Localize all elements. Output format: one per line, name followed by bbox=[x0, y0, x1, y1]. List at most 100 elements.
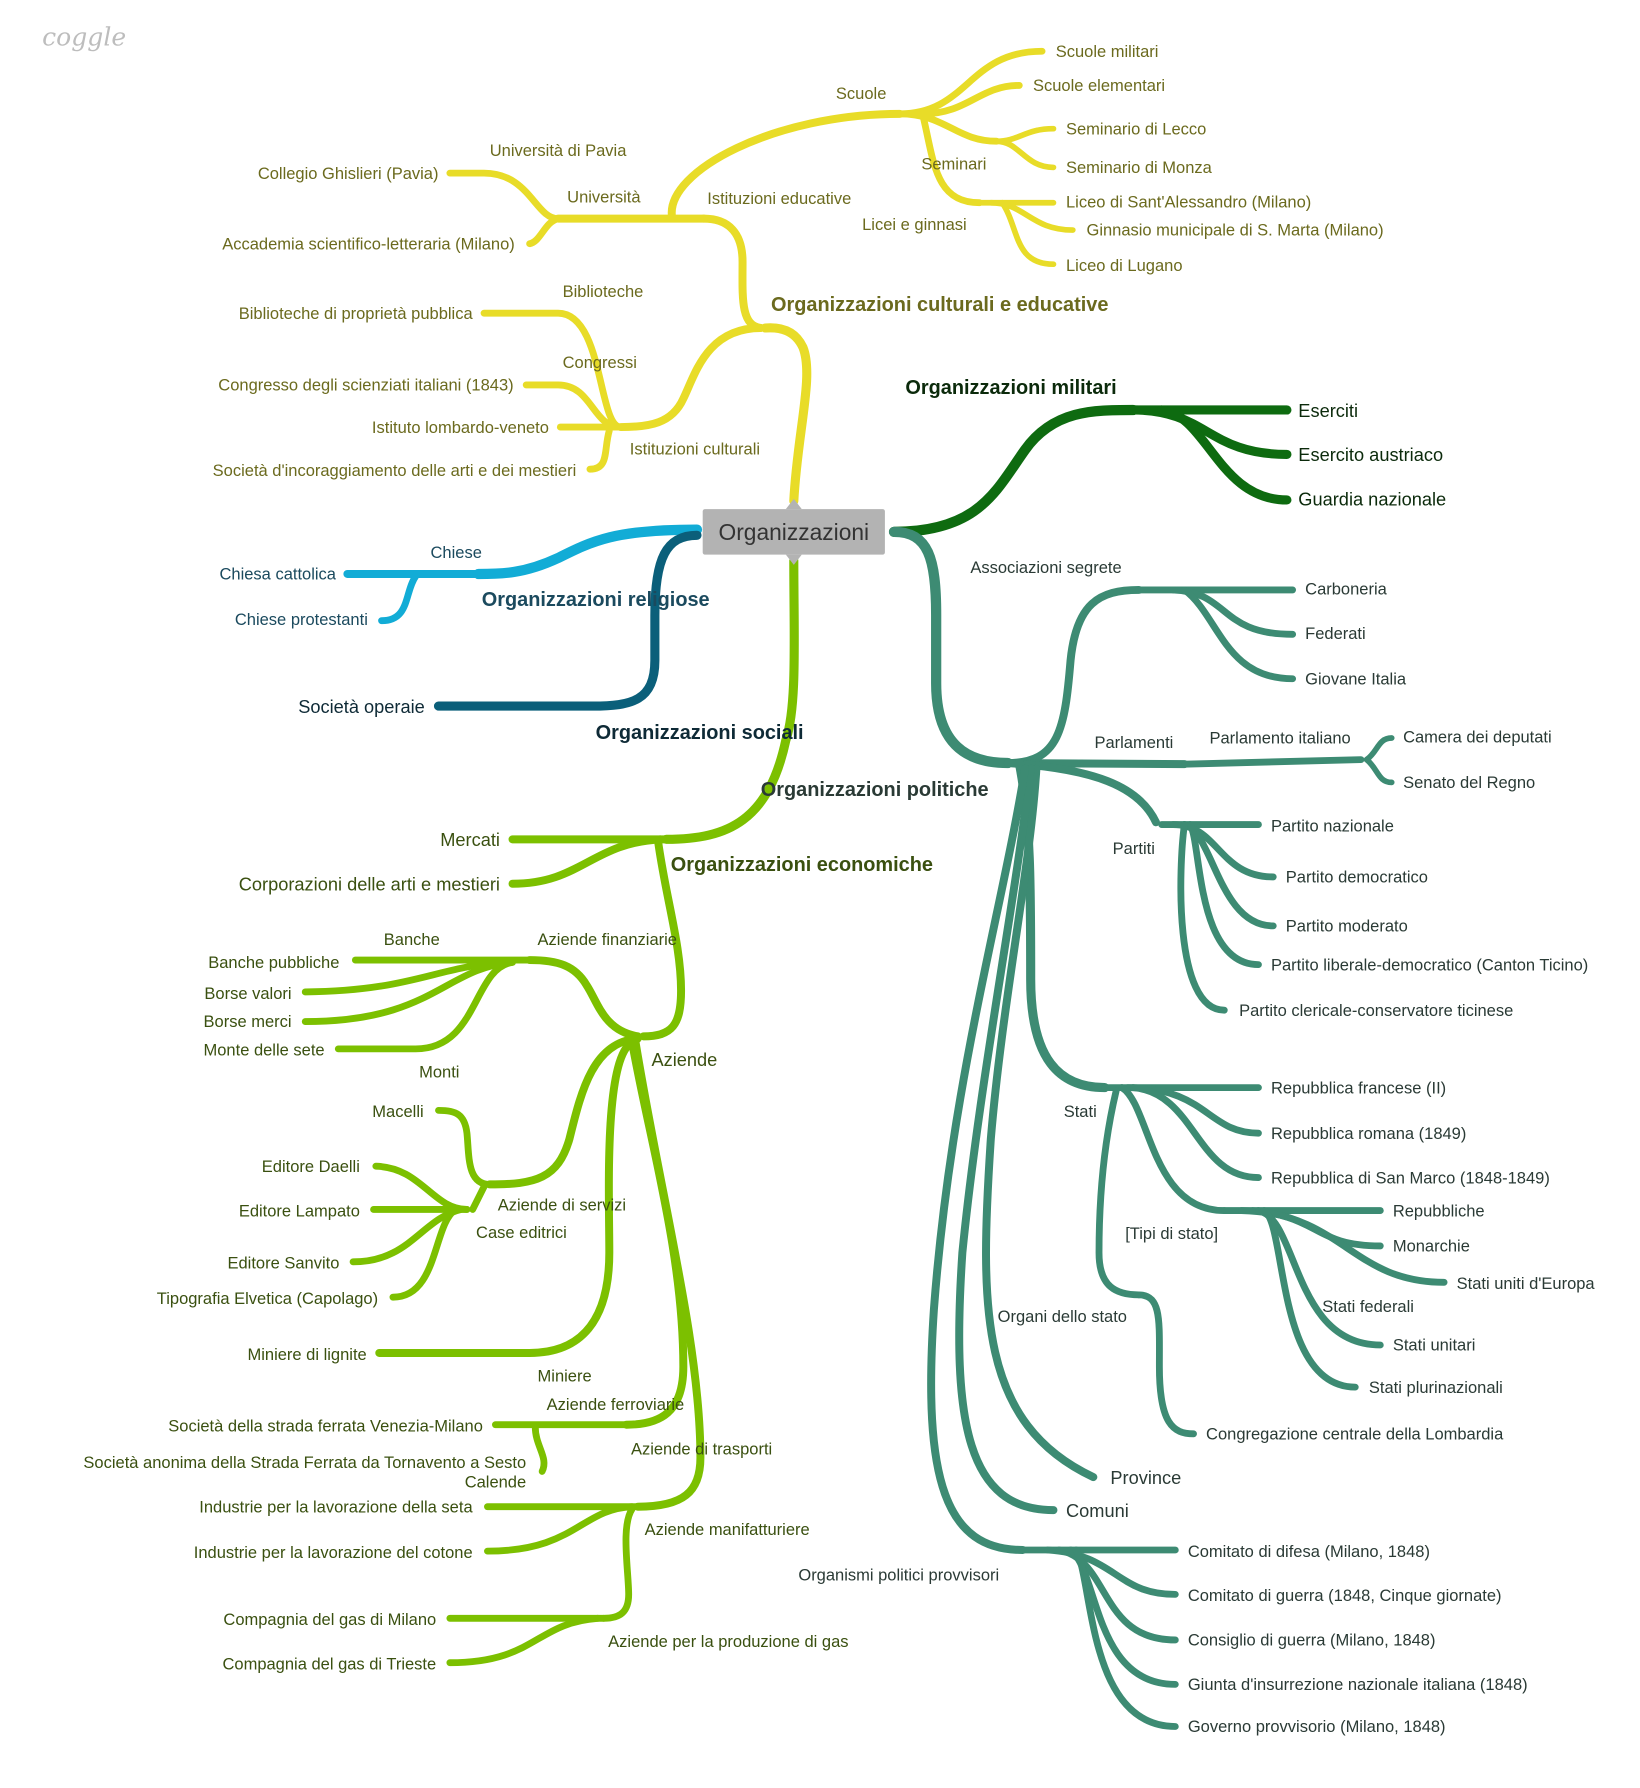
central-node-label[interactable]: Organizzazioni bbox=[719, 519, 870, 545]
node-label[interactable]: Governo provvisorio (Milano, 1848) bbox=[1188, 1718, 1446, 1736]
node-label[interactable]: Case editrici bbox=[476, 1224, 567, 1242]
node-label[interactable]: Repubblica di San Marco (1848-1849) bbox=[1271, 1169, 1550, 1187]
node-label[interactable]: Senato del Regno bbox=[1403, 774, 1535, 792]
node-label[interactable]: Monte delle sete bbox=[204, 1042, 325, 1060]
node-label[interactable]: Istituto lombardo-veneto bbox=[372, 419, 549, 437]
node-label[interactable]: Federati bbox=[1305, 625, 1366, 643]
node-label[interactable]: Istituzioni culturali bbox=[630, 440, 760, 458]
node-label[interactable]: Aziende ferroviarie bbox=[547, 1396, 685, 1414]
node-label[interactable]: Stati uniti d'Europa bbox=[1457, 1275, 1596, 1293]
node-label[interactable]: Comitato di guerra (1848, Cinque giornat… bbox=[1188, 1587, 1502, 1605]
node-label[interactable]: Miniere di lignite bbox=[248, 1346, 367, 1364]
node-label[interactable]: Repubblica francese (II) bbox=[1271, 1079, 1446, 1097]
node-label[interactable]: Società anonima della Strada Ferrata da … bbox=[83, 1454, 526, 1472]
node-label[interactable]: Seminario di Monza bbox=[1066, 159, 1213, 177]
node-label[interactable]: Università di Pavia bbox=[490, 142, 627, 160]
node-label[interactable]: Miniere bbox=[538, 1367, 592, 1385]
node-label[interactable]: Monti bbox=[419, 1063, 459, 1081]
node-label[interactable]: Aziende bbox=[651, 1050, 717, 1070]
node-label[interactable]: Guardia nazionale bbox=[1298, 490, 1446, 510]
central-node-box[interactable] bbox=[702, 509, 885, 555]
node-label[interactable]: Partito moderato bbox=[1286, 918, 1408, 936]
node-label[interactable]: Partito clericale-conservatore ticinese bbox=[1239, 1002, 1513, 1020]
node-label[interactable]: Aziende finanziarie bbox=[538, 931, 677, 949]
node-label[interactable]: Liceo di Sant'Alessandro (Milano) bbox=[1066, 193, 1311, 211]
node-label[interactable]: Biblioteche di proprietà pubblica bbox=[239, 305, 474, 323]
node-label[interactable]: [Tipi di stato] bbox=[1125, 1225, 1218, 1243]
node-label[interactable]: Industrie per la lavorazione della seta bbox=[199, 1498, 473, 1516]
node-label[interactable]: Repubbliche bbox=[1393, 1202, 1485, 1220]
node-label[interactable]: Accademia scientifico-letteraria (Milano… bbox=[222, 235, 515, 253]
node-label[interactable]: Aziende di trasporti bbox=[631, 1440, 772, 1458]
node-label[interactable]: Monarchie bbox=[1393, 1238, 1470, 1256]
node-label[interactable]: Scuole bbox=[836, 85, 886, 103]
node-label[interactable]: Eserciti bbox=[1298, 401, 1358, 421]
node-label[interactable]: Compagnia del gas di Milano bbox=[223, 1611, 436, 1629]
branch-title[interactable]: Organizzazioni religiose bbox=[482, 589, 710, 611]
node-label[interactable]: Parlamenti bbox=[1094, 734, 1173, 752]
node-label[interactable]: Stati unitari bbox=[1393, 1337, 1476, 1355]
node-label[interactable]: Congregazione centrale della Lombardia bbox=[1206, 1426, 1504, 1444]
node-label[interactable]: Comuni bbox=[1066, 1501, 1129, 1521]
node-label[interactable]: Società operaie bbox=[298, 697, 425, 717]
node-label[interactable]: Aziende manifatturiere bbox=[645, 1521, 810, 1539]
node-label[interactable]: Giovane Italia bbox=[1305, 670, 1407, 688]
branch-title[interactable]: Organizzazioni sociali bbox=[596, 722, 804, 744]
node-label[interactable]: Banche bbox=[384, 931, 440, 949]
node-label[interactable]: Organi dello stato bbox=[998, 1308, 1127, 1326]
node-label[interactable]: Repubblica romana (1849) bbox=[1271, 1125, 1466, 1143]
node-label[interactable]: Società d'incoraggiamento delle arti e d… bbox=[213, 462, 577, 480]
node-label[interactable]: Stati bbox=[1064, 1103, 1097, 1121]
node-label[interactable]: Carboneria bbox=[1305, 580, 1387, 598]
node-label[interactable]: Associazioni segrete bbox=[970, 559, 1121, 577]
node-label[interactable]: Comitato di difesa (Milano, 1848) bbox=[1188, 1543, 1430, 1561]
branch-title[interactable]: Organizzazioni militari bbox=[905, 377, 1116, 399]
node-label[interactable]: Licei e ginnasi bbox=[862, 216, 967, 234]
node-label[interactable]: Stati plurinazionali bbox=[1369, 1379, 1503, 1397]
node-label[interactable]: Partito nazionale bbox=[1271, 817, 1394, 835]
node-label[interactable]: Parlamento italiano bbox=[1209, 730, 1350, 748]
node-label[interactable]: Macelli bbox=[372, 1103, 423, 1121]
node-label[interactable]: Giunta d'insurrezione nazionale italiana… bbox=[1188, 1676, 1528, 1694]
node-label[interactable]: Liceo di Lugano bbox=[1066, 257, 1183, 275]
node-label[interactable]: Partiti bbox=[1113, 840, 1155, 858]
node-label[interactable]: Borse merci bbox=[204, 1013, 292, 1031]
branch-title[interactable]: Organizzazioni politiche bbox=[761, 779, 989, 801]
node-label[interactable]: Camera dei deputati bbox=[1403, 729, 1552, 747]
node-label[interactable]: Tipografia Elvetica (Capolago) bbox=[157, 1290, 378, 1308]
node-label[interactable]: Seminari bbox=[921, 156, 986, 174]
node-label[interactable]: Scuole elementari bbox=[1033, 77, 1165, 95]
node-label[interactable]: Seminario di Lecco bbox=[1066, 120, 1206, 138]
node-label[interactable]: Esercito austriaco bbox=[1298, 445, 1443, 465]
node-label[interactable]: Partito democratico bbox=[1286, 869, 1428, 887]
node-label[interactable]: Scuole militari bbox=[1056, 43, 1159, 61]
node-label[interactable]: Borse valori bbox=[204, 985, 291, 1003]
node-label[interactable]: Editore Lampato bbox=[239, 1202, 360, 1220]
node-label[interactable]: Chiese protestanti bbox=[235, 611, 368, 629]
node-label[interactable]: Province bbox=[1110, 1468, 1181, 1488]
node-label[interactable]: Congresso degli scienziati italiani (184… bbox=[218, 377, 513, 395]
node-label[interactable]: Chiesa cattolica bbox=[220, 566, 337, 584]
node-label[interactable]: Mercati bbox=[440, 830, 500, 850]
node-label[interactable]: Società della strada ferrata Venezia-Mil… bbox=[168, 1418, 483, 1436]
node-label[interactable]: Collegio Ghislieri (Pavia) bbox=[258, 165, 439, 183]
node-label[interactable]: Industrie per la lavorazione del cotone bbox=[194, 1544, 473, 1562]
node-label[interactable]: Stati federali bbox=[1322, 1298, 1414, 1316]
node-label[interactable]: Partito liberale-democratico (Canton Tic… bbox=[1271, 956, 1588, 974]
node-label[interactable]: Chiese bbox=[431, 544, 482, 562]
node-label[interactable]: Calende bbox=[465, 1473, 526, 1491]
central-node[interactable]: Organizzazioni bbox=[702, 498, 885, 565]
node-label[interactable]: Università bbox=[567, 189, 641, 207]
node-label[interactable]: Editore Daelli bbox=[262, 1158, 360, 1176]
node-label[interactable]: Ginnasio municipale di S. Marta (Milano) bbox=[1086, 222, 1383, 240]
node-label[interactable]: Compagnia del gas di Trieste bbox=[223, 1656, 437, 1674]
node-label[interactable]: Congressi bbox=[563, 354, 637, 372]
node-label[interactable]: Biblioteche bbox=[563, 283, 644, 301]
node-label[interactable]: Istituzioni educative bbox=[707, 190, 851, 208]
node-label[interactable]: Aziende di servizi bbox=[498, 1197, 626, 1215]
node-label[interactable]: Consiglio di guerra (Milano, 1848) bbox=[1188, 1632, 1436, 1650]
node-label[interactable]: Corporazioni delle arti e mestieri bbox=[239, 875, 500, 895]
coggle-logo[interactable]: coggle bbox=[42, 23, 126, 52]
node-label[interactable]: Organismi politici provvisori bbox=[798, 1567, 999, 1585]
node-label[interactable]: Banche pubbliche bbox=[208, 954, 339, 972]
